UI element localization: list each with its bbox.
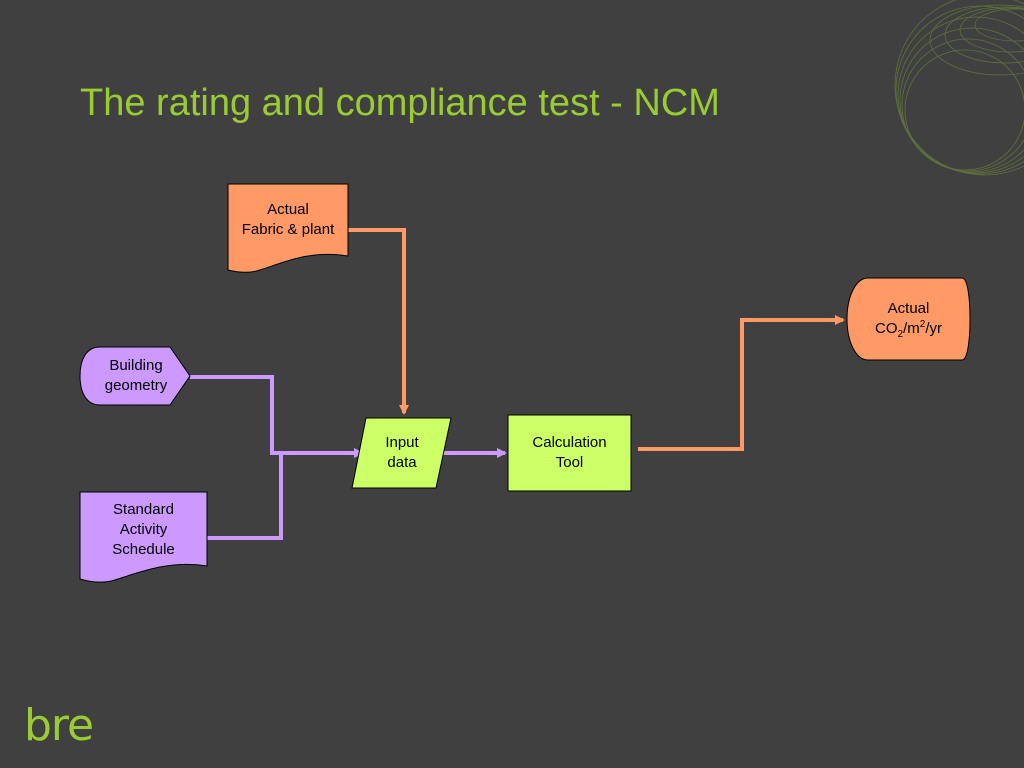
fabric-line1: Actual	[267, 201, 309, 218]
bre-logo: bre	[24, 700, 94, 751]
output-line2: CO2/m2/yr	[875, 319, 942, 340]
schedule-line1: Standard	[113, 501, 174, 518]
node-schedule-shape	[79, 491, 208, 583]
node-input-label: Input data	[362, 431, 442, 475]
input-line2: data	[387, 454, 417, 471]
connector-calc-to-output	[638, 315, 845, 451]
node-geometry-shape	[79, 346, 191, 406]
output-m: /m	[903, 320, 920, 337]
calc-line2: Tool	[555, 454, 584, 471]
fabric-line2: Fabric & plant	[241, 221, 335, 238]
output-co: CO	[875, 320, 898, 337]
schedule-line2: Activity	[119, 521, 168, 538]
input-line1: Input	[385, 434, 419, 451]
geometry-line1: Building	[109, 357, 163, 374]
calc-line1: Calculation	[532, 434, 607, 451]
node-fabric-label: Actual Fabric & plant	[228, 198, 348, 242]
geometry-line2: geometry	[104, 377, 168, 394]
node-calc-label: Calculation Tool	[508, 431, 631, 475]
output-sub: 2	[897, 329, 904, 340]
node-output-label: Actual CO2/m2/yr	[847, 297, 970, 341]
schedule-line3: Schedule	[112, 541, 175, 558]
output-line1: Actual	[887, 300, 930, 317]
connector-geometry-to-input	[190, 375, 364, 458]
node-input-shape	[351, 417, 452, 489]
node-fabric-shape	[227, 183, 349, 273]
output-sup: 2	[919, 319, 926, 330]
node-output-shape	[846, 277, 971, 361]
connector-schedule-to-input	[207, 453, 283, 540]
node-schedule-label: Standard Activity Schedule	[80, 498, 207, 562]
node-geometry-label: Building geometry	[90, 354, 182, 398]
output-yr: /yr	[925, 320, 942, 337]
node-calc-shape	[507, 414, 632, 492]
slide-title: The rating and compliance test - NCM	[80, 82, 720, 124]
connector-fabric-to-input	[348, 228, 409, 415]
